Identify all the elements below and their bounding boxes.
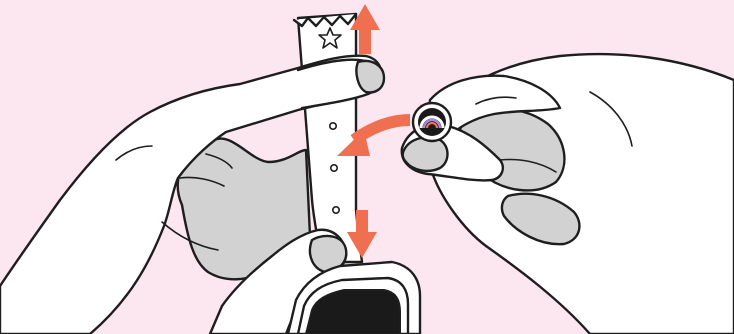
coin-pin-part [413, 103, 451, 141]
